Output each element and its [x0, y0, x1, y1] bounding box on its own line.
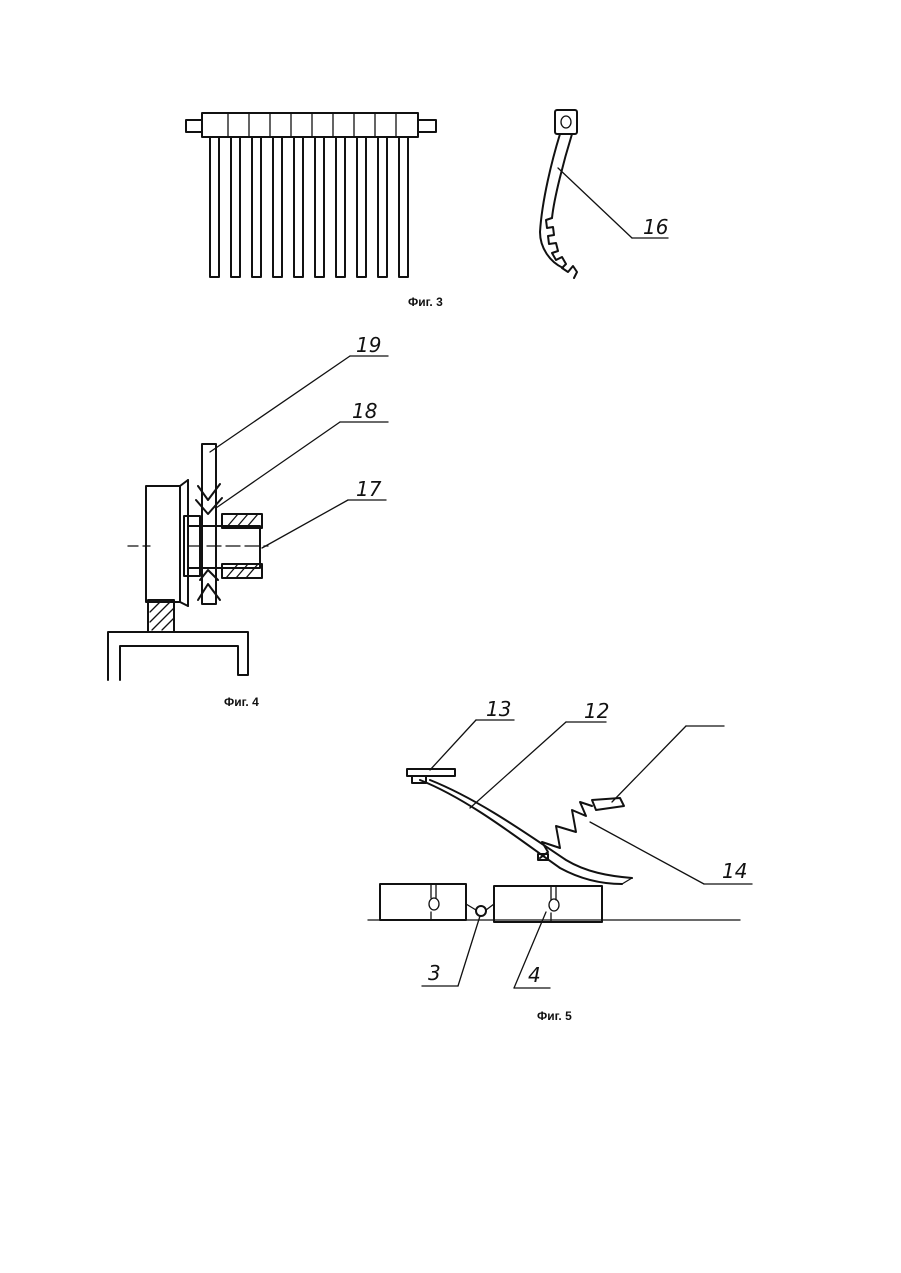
spring-anchor [592, 798, 624, 810]
comb-assembly [186, 113, 436, 277]
leader-19 [210, 356, 350, 452]
shaft [188, 526, 260, 568]
joint [476, 906, 486, 916]
link-block-right [494, 886, 602, 922]
leader-17 [262, 500, 348, 548]
comb-axle-left [186, 120, 202, 132]
base-channel [108, 632, 248, 680]
caption-fig3: Фиг. 3 [408, 295, 443, 309]
comb-bar-segments [228, 113, 396, 137]
curved-tooth-part [540, 110, 577, 278]
comb-teeth [210, 137, 408, 277]
label-14: 14 [722, 859, 747, 883]
comb-axle-right [418, 120, 436, 132]
disk [146, 486, 180, 602]
curved-rod [420, 780, 622, 884]
support-post [148, 600, 174, 632]
label-12: 12 [584, 699, 609, 723]
label-19: 19 [356, 333, 381, 357]
leader-12 [470, 722, 566, 808]
leader-top [612, 726, 686, 802]
figure-3: 16 Фиг. 3 [186, 110, 668, 309]
figure-4: 19 18 17 Фиг. 4 [108, 333, 388, 709]
figure-5: 13 12 14 3 4 Фиг. 5 [368, 697, 752, 1023]
vertical-tooth [202, 444, 216, 604]
label-18: 18 [352, 399, 377, 423]
caption-fig4: Фиг. 4 [224, 695, 259, 709]
link-block-left [380, 884, 466, 920]
mount-plate [407, 769, 455, 776]
fork-upper [196, 484, 222, 514]
post-hatching [150, 602, 174, 630]
comb-bar [202, 113, 418, 137]
leader-3 [458, 916, 480, 986]
label-16: 16 [643, 215, 668, 239]
leader-13 [430, 720, 476, 770]
label-17: 17 [356, 477, 382, 501]
label-3: 3 [428, 961, 441, 985]
label-13: 13 [486, 697, 511, 721]
label-4: 4 [528, 963, 541, 987]
caption-fig5: Фиг. 5 [537, 1009, 572, 1023]
zigzag-spring [540, 802, 592, 858]
leader-16 [558, 168, 632, 238]
